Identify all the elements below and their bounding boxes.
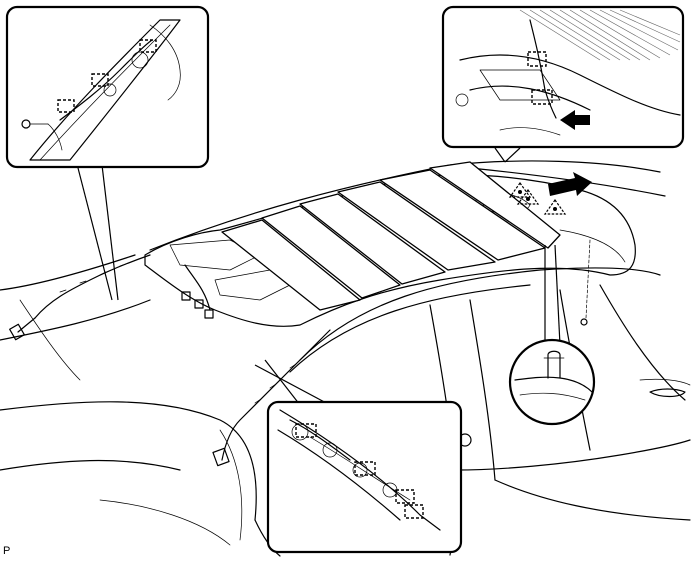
clamp-icon bbox=[354, 461, 376, 476]
detail-panel-left-pillar bbox=[5, 5, 210, 169]
clamp-icon bbox=[91, 73, 109, 87]
clamp-icon bbox=[395, 489, 415, 504]
clamp-icon bbox=[57, 99, 75, 113]
detail-circle-clip bbox=[508, 338, 596, 426]
clamp-icon bbox=[404, 504, 424, 519]
clamp-icon bbox=[527, 51, 547, 67]
clamp-icon bbox=[531, 89, 553, 105]
clip-icon bbox=[516, 188, 540, 205]
detail-panel-right-pillar bbox=[266, 400, 463, 554]
figure-code: P bbox=[3, 545, 11, 557]
forward-direction-arrow-icon bbox=[548, 172, 592, 196]
leader-lines bbox=[77, 147, 561, 406]
clip-icon bbox=[508, 181, 532, 198]
pointing-arrow-icon bbox=[560, 110, 590, 130]
detail-panel-rear-roof bbox=[441, 5, 685, 149]
clamp-icon bbox=[139, 39, 157, 53]
clamp-icon bbox=[295, 423, 317, 438]
car-body bbox=[0, 160, 691, 557]
wire-harness bbox=[9, 254, 331, 467]
clip-icon bbox=[543, 198, 567, 215]
roof-padding-boards bbox=[221, 161, 561, 311]
clip-markers bbox=[508, 181, 567, 215]
